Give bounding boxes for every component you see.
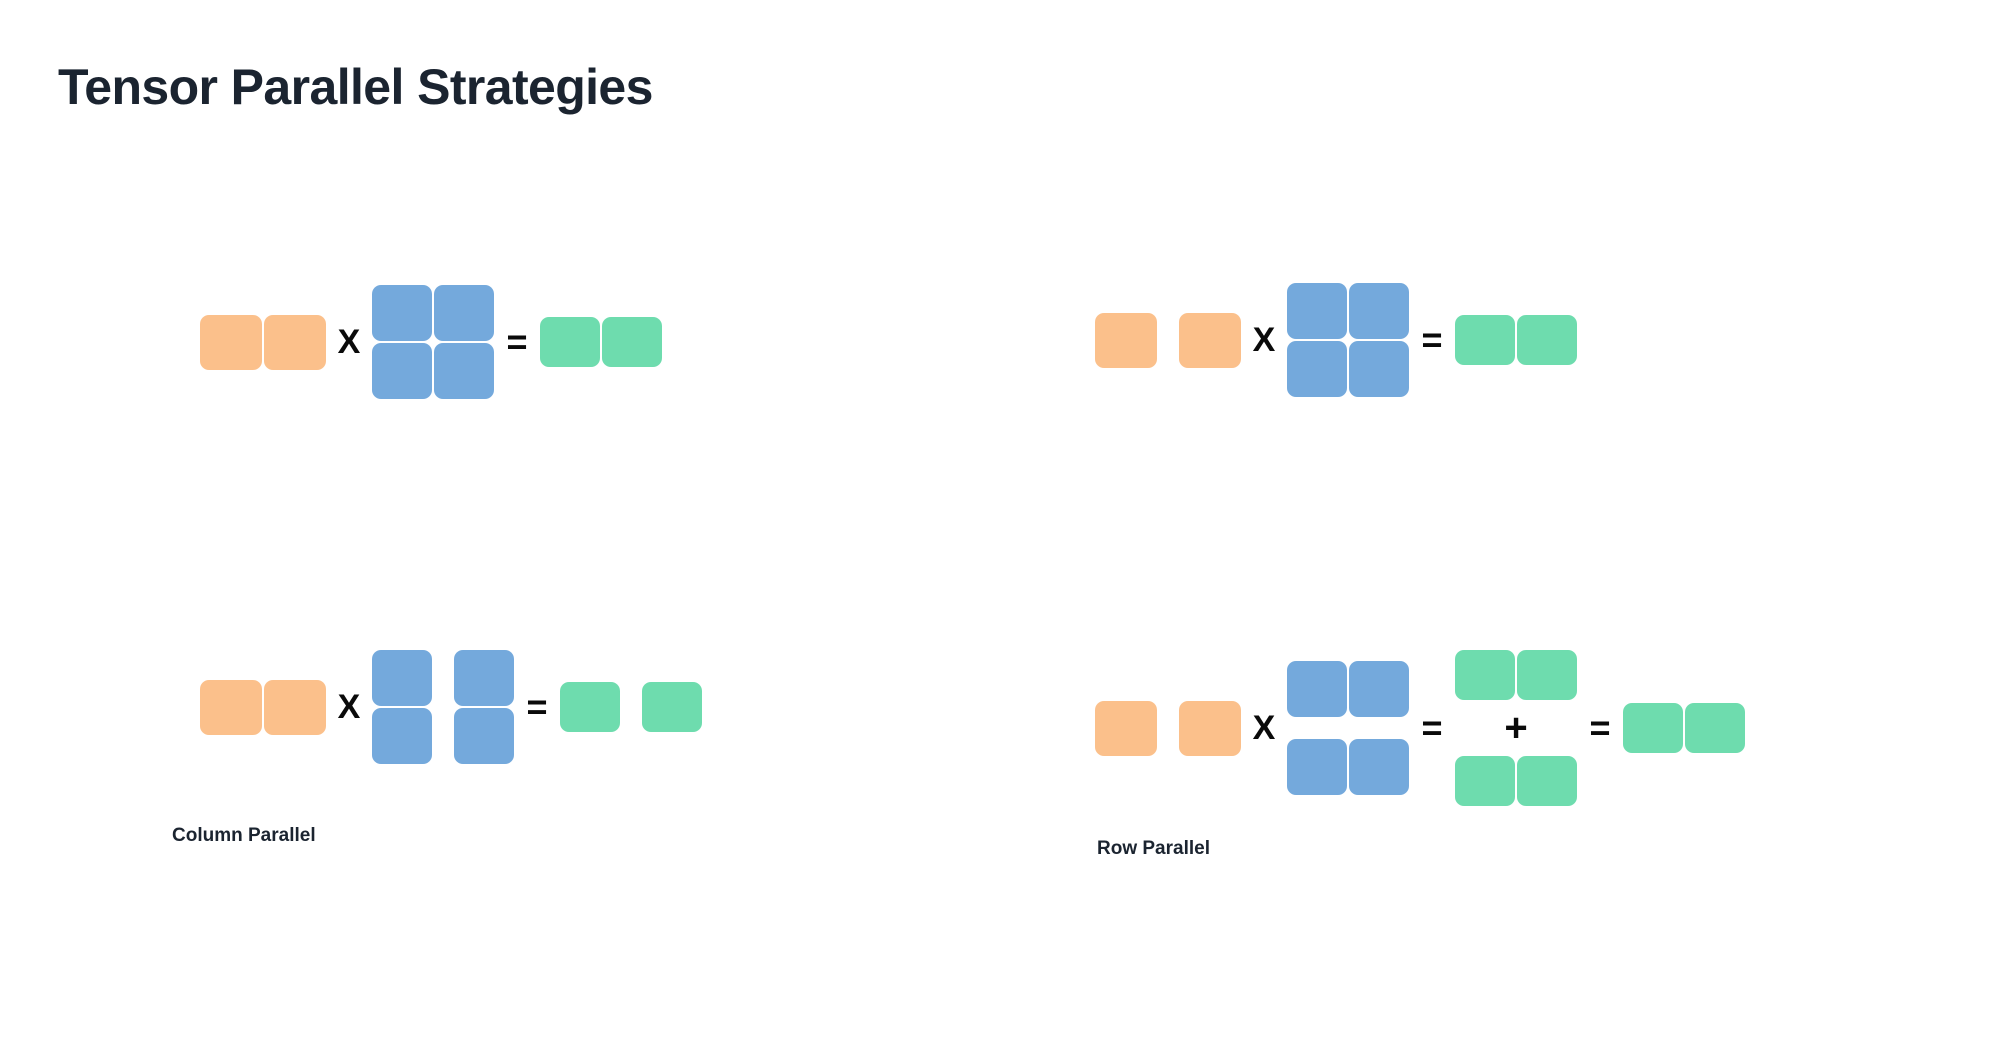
output-activations-green	[540, 317, 662, 367]
tile-green	[602, 317, 662, 367]
equals-symbol: =	[1589, 707, 1611, 748]
tile-blue	[1349, 341, 1409, 397]
tile-blue	[372, 650, 432, 706]
partial-sums-green: +	[1455, 650, 1577, 806]
tile-blue	[1287, 739, 1347, 795]
output-activations-green-column-sharded	[560, 682, 702, 732]
tile-orange	[200, 314, 262, 370]
tile-orange	[1179, 700, 1241, 756]
input-activations-orange-column-sharded	[1095, 312, 1241, 368]
tile-green	[1455, 315, 1515, 365]
tile-blue	[1287, 661, 1347, 717]
tile-orange	[1095, 312, 1157, 368]
caption-row-parallel: Row Parallel	[1097, 838, 1210, 859]
tile-orange	[264, 679, 326, 735]
tile-green	[1685, 703, 1745, 753]
tile-green	[1455, 650, 1515, 700]
weight-matrix-blue	[1287, 283, 1409, 397]
equation-row-parallel-unsharded: X =	[1095, 283, 1577, 397]
tile-green	[560, 682, 620, 732]
caption-column-parallel: Column Parallel	[172, 825, 316, 846]
tile-orange	[200, 679, 262, 735]
plus-symbol: +	[1504, 706, 1528, 750]
multiply-symbol: X	[337, 688, 361, 726]
equals-symbol: =	[526, 686, 548, 727]
tile-green	[1517, 315, 1577, 365]
weight-matrix-blue	[372, 285, 494, 399]
equation-column-parallel-unsharded: X =	[200, 285, 662, 399]
output-activations-green-reduced	[1623, 703, 1745, 753]
tile-blue	[454, 650, 514, 706]
tile-green	[642, 682, 702, 732]
tile-orange	[264, 314, 326, 370]
tile-blue	[434, 343, 494, 399]
tile-orange	[1095, 700, 1157, 756]
tile-blue	[1287, 341, 1347, 397]
page-title: Tensor Parallel Strategies	[58, 59, 653, 115]
output-activations-green	[1455, 315, 1577, 365]
tile-blue	[1287, 283, 1347, 339]
weight-matrix-blue-column-sharded	[372, 650, 514, 764]
tile-blue	[1349, 739, 1409, 795]
equals-symbol: =	[1421, 707, 1443, 748]
tile-green	[1517, 756, 1577, 806]
input-activations-orange-column-sharded	[1095, 700, 1241, 756]
multiply-symbol: X	[337, 323, 361, 361]
tile-orange	[1179, 312, 1241, 368]
tile-green	[1455, 756, 1515, 806]
tile-blue	[1349, 661, 1409, 717]
tile-blue	[434, 285, 494, 341]
tile-green	[1517, 650, 1577, 700]
tile-blue	[454, 708, 514, 764]
input-activations-orange	[200, 679, 326, 735]
partial-sum-shard-0	[1455, 650, 1577, 700]
tile-blue	[372, 285, 432, 341]
input-activations-orange	[200, 314, 326, 370]
weight-matrix-blue-row-sharded	[1287, 661, 1409, 795]
tile-green	[1623, 703, 1683, 753]
equals-symbol: =	[506, 321, 528, 362]
tile-green	[540, 317, 600, 367]
tile-blue	[372, 343, 432, 399]
tile-blue	[1349, 283, 1409, 339]
equals-symbol: =	[1421, 319, 1443, 360]
equation-row-parallel-sharded: X = + =	[1095, 650, 1745, 806]
partial-sum-shard-1	[1455, 756, 1577, 806]
tile-blue	[372, 708, 432, 764]
multiply-symbol: X	[1252, 321, 1276, 359]
equation-column-parallel-sharded: X =	[200, 650, 702, 764]
multiply-symbol: X	[1252, 709, 1276, 747]
